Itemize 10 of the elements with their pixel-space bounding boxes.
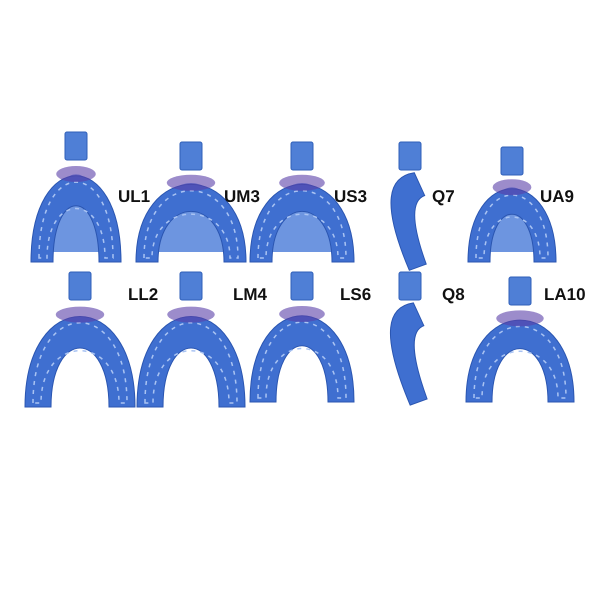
size-label: US3 xyxy=(334,187,368,207)
size-label: LS6 xyxy=(340,285,372,305)
size-label: LL2 xyxy=(128,285,158,305)
size-label: LA10 xyxy=(544,285,586,305)
size-label: Q8 xyxy=(442,285,465,305)
size-label: Q7 xyxy=(432,187,455,207)
size-label: UA9 xyxy=(540,187,574,207)
size-label: LM4 xyxy=(233,285,267,305)
size-label: UM3 xyxy=(224,187,260,207)
size-label: UL1 xyxy=(118,187,150,207)
